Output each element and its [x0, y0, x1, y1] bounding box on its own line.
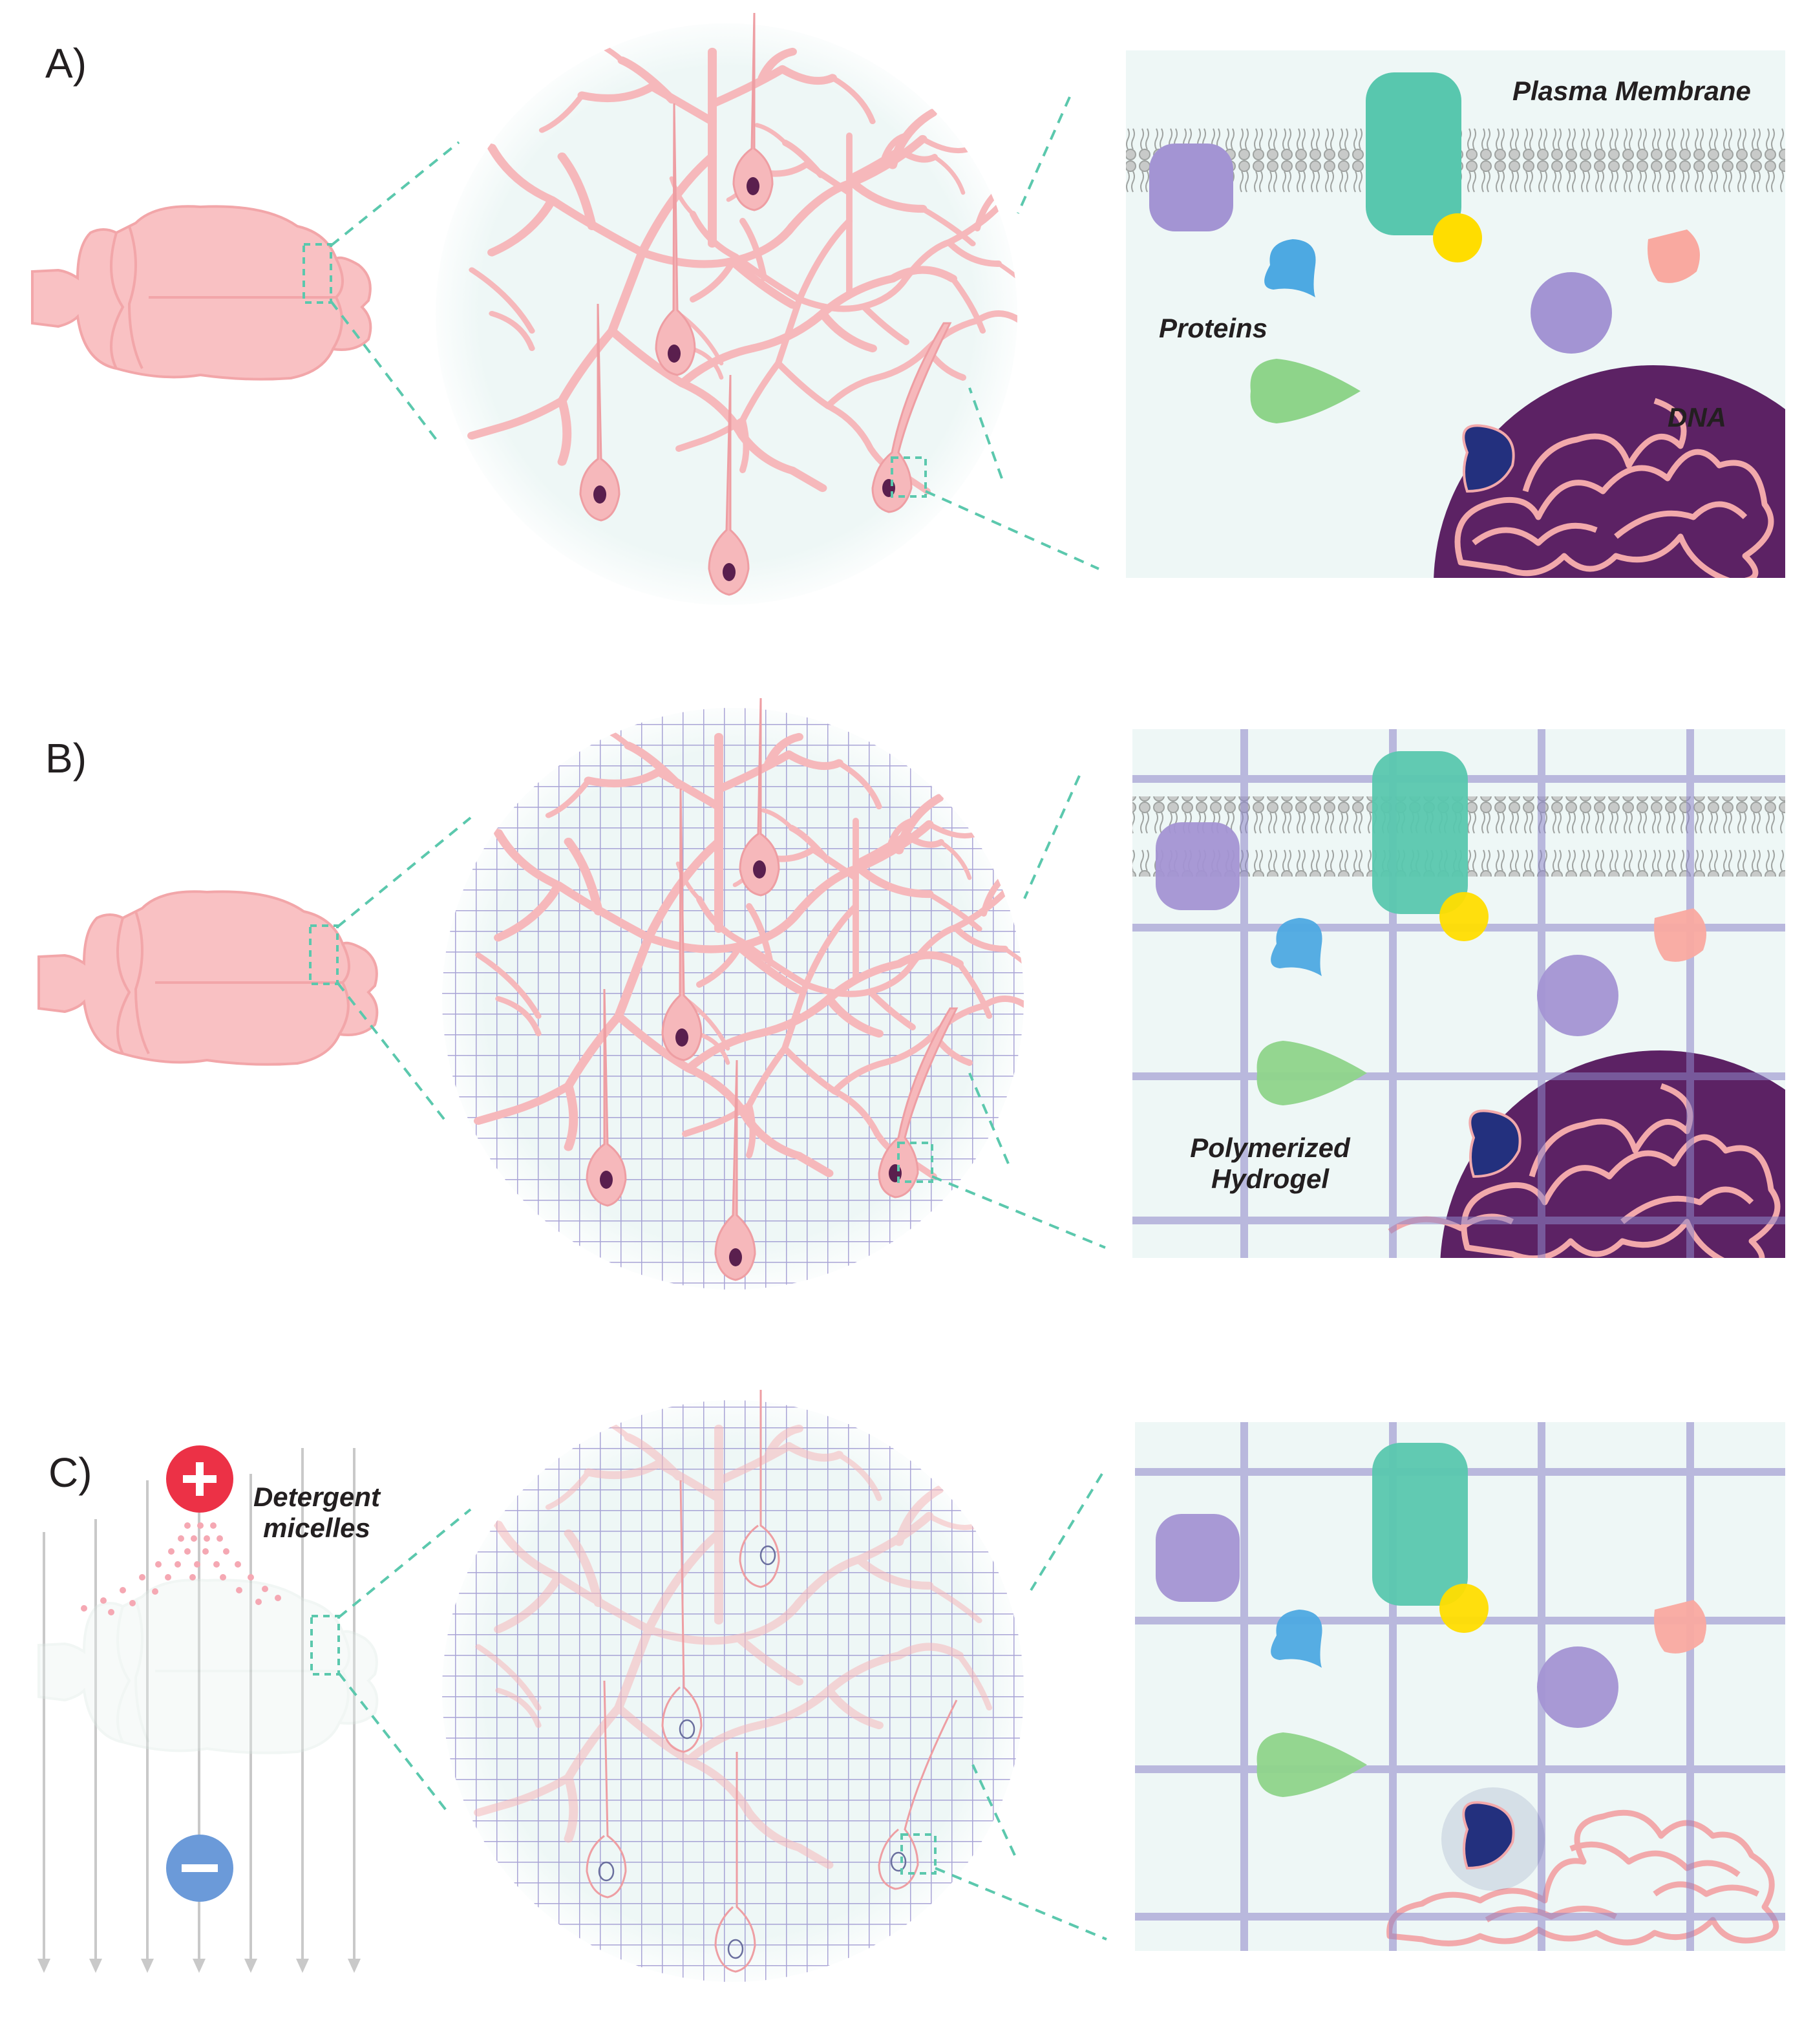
positive-electrode	[166, 1445, 233, 1513]
label-plasma-membrane: Plasma Membrane	[1512, 76, 1751, 106]
zoom-lines-b2	[931, 775, 1106, 1249]
zoom-box-c1	[310, 1615, 340, 1676]
zoom-lines-c2	[935, 1473, 1107, 1941]
label-proteins: Proteins	[1159, 313, 1267, 343]
zoom-lines-c1	[337, 1508, 472, 1811]
panel-c: C)	[37, 1390, 1785, 1982]
panel-c-letter: C)	[48, 1449, 92, 1496]
neuron-circle-b	[442, 697, 1024, 1290]
neuron-circle-a	[436, 12, 1017, 605]
brain-a	[31, 205, 372, 381]
field-arrowheads	[37, 1959, 361, 1973]
detail-panel-c	[1135, 1422, 1785, 1951]
detail-panel-a: Plasma Membrane Proteins DNA	[1126, 50, 1785, 578]
panel-a: A)	[31, 12, 1785, 605]
neuron-circle-c	[442, 1390, 1024, 1982]
zoom-box-a1	[302, 243, 332, 304]
field-lines	[43, 1448, 355, 1965]
label-micelles: micelles	[263, 1513, 370, 1543]
detail-panel-b: Polymerized Hydrogel	[1132, 729, 1785, 1258]
detergent-micelles-dots	[81, 1522, 281, 1615]
label-detergent: Detergent	[253, 1482, 381, 1512]
zoom-lines-b1	[336, 816, 472, 1123]
brain-c	[37, 1579, 379, 1754]
zoom-lines-a2	[925, 96, 1099, 570]
label-dna: DNA	[1668, 402, 1726, 432]
negative-electrode	[166, 1835, 233, 1902]
zoom-box-b1	[309, 924, 339, 985]
label-polymerized: Polymerized	[1190, 1133, 1351, 1163]
panel-a-letter: A)	[45, 40, 87, 87]
brain-b	[37, 890, 379, 1066]
zoom-lines-a1	[330, 141, 460, 441]
label-hydrogel: Hydrogel	[1211, 1164, 1330, 1194]
panel-b: B)	[37, 697, 1785, 1290]
panel-b-letter: B)	[45, 735, 87, 782]
